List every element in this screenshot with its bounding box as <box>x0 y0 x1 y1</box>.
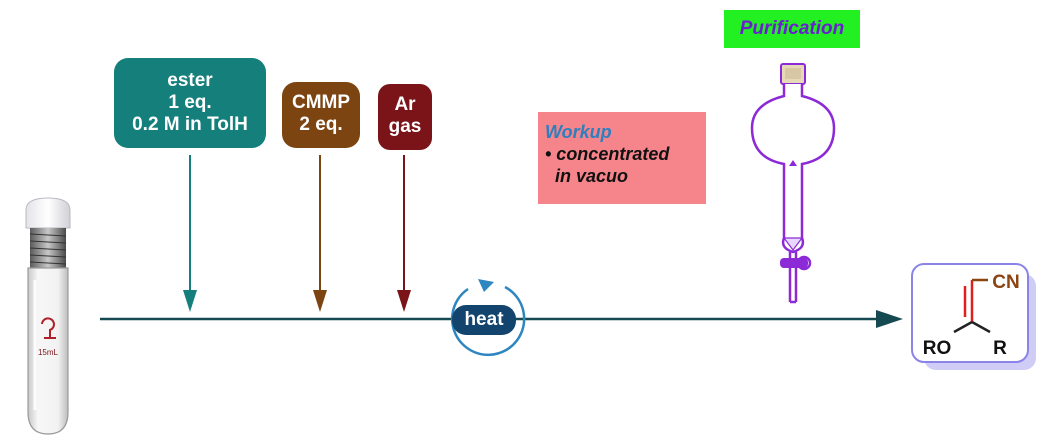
cmmp-equivalents: 2 eq. <box>299 114 343 135</box>
ester-equivalents: 1 eq. <box>168 92 212 113</box>
ar-label: Ar <box>394 94 416 115</box>
heat-cycle-icon <box>450 279 526 357</box>
product-r-label: R <box>993 338 1007 359</box>
tube-label: 15mL <box>38 348 59 357</box>
ester-concentration: 0.2 M in TolH <box>132 114 248 135</box>
workup-box: Workup • concentrated in vacuo <box>538 112 706 204</box>
workup-step-2: in vacuo <box>545 166 629 186</box>
ester-reagent-box: ester 1 eq. 0.2 M in TolH <box>114 58 266 148</box>
product-cn-label: CN <box>992 272 1019 293</box>
workup-title: Workup <box>545 122 612 142</box>
ester-label: ester <box>167 70 213 91</box>
ester-arrow <box>183 155 197 312</box>
separatory-funnel-icon <box>750 63 836 304</box>
workup-step-1: • concentrated <box>545 144 670 164</box>
product-structure: CN RO R <box>911 263 1036 370</box>
reaction-tube-icon: 15mL <box>25 197 71 435</box>
heat-label: heat <box>464 309 504 330</box>
gas-label: gas <box>388 116 422 137</box>
cmmp-label: CMMP <box>291 92 351 113</box>
ar-gas-box: Ar gas <box>378 84 432 150</box>
ar-arrow <box>397 155 411 312</box>
cmmp-reagent-box: CMMP 2 eq. <box>282 82 360 148</box>
cmmp-arrow <box>313 155 327 312</box>
purification-label: Purification <box>724 10 860 48</box>
product-ro-label: RO <box>923 338 952 359</box>
